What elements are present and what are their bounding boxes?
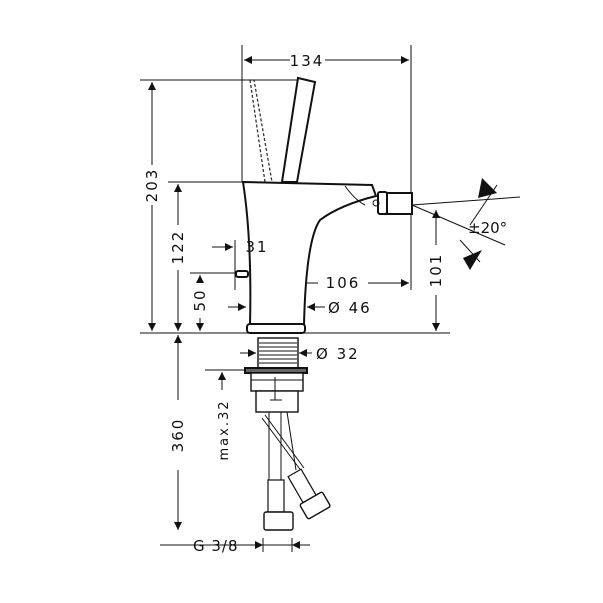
faucet-body [235, 76, 413, 334]
dim-31: 31 [245, 238, 268, 256]
dim-max-32: max.32 [217, 400, 232, 461]
angle-arrow-down [463, 250, 482, 270]
dim-122: 122 [169, 230, 187, 265]
dim-101: 101 [427, 253, 445, 288]
dim-diameter-46: Ø 46 [328, 299, 372, 317]
dim-203: 203 [143, 168, 161, 203]
mounting-assembly [244, 337, 331, 531]
dim-g-3-8: G 3/8 [193, 537, 239, 555]
dim-angle-20: ±20° [468, 219, 507, 237]
angle-arrow-up [478, 178, 497, 198]
dim-360: 360 [169, 418, 187, 453]
dim-106: 106 [326, 274, 361, 292]
dim-134: 134 [290, 52, 325, 70]
dim-50: 50 [191, 288, 209, 311]
dim-diameter-32: Ø 32 [316, 345, 360, 363]
